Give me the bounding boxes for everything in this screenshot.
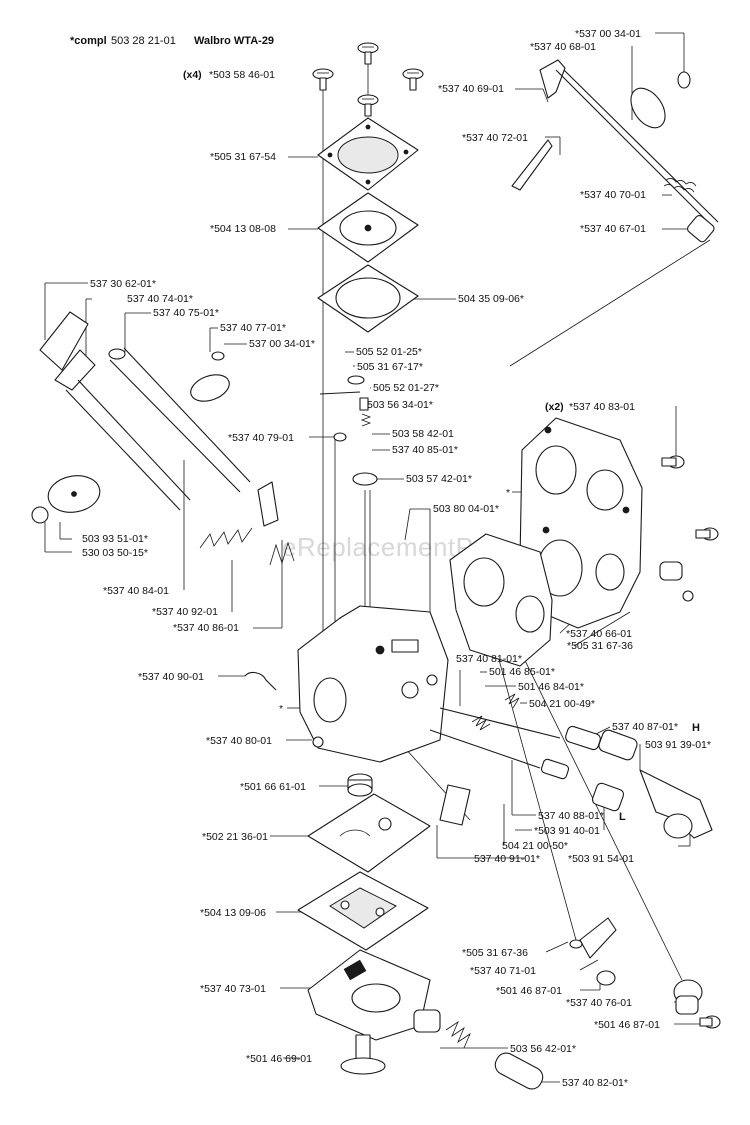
screw-top-d bbox=[357, 94, 379, 117]
throttle-shaft-assembly bbox=[31, 311, 279, 527]
callout-537-40-68-01: *537 40 68-01 bbox=[530, 41, 596, 53]
callout-537-40-77-01: 537 40 77-01* bbox=[220, 322, 286, 334]
metering-gasket bbox=[307, 793, 431, 873]
callout-537-40-90-01: *537 40 90-01 bbox=[138, 671, 204, 683]
callout-530-03-50-15: 530 03 50-15* bbox=[82, 547, 148, 559]
callout-537-40-76-01: *537 40 76-01 bbox=[566, 997, 632, 1009]
callout-503-58-42-01: 503 58 42-01 bbox=[392, 428, 454, 440]
callout-537-40-81-01: 537 40 81-01* bbox=[456, 653, 522, 665]
title-part-number: 503 28 21-01 bbox=[111, 35, 176, 47]
callout-501-46-87-01-a: *501 46 87-01 bbox=[496, 985, 562, 997]
callout-503-57-42-01: 503 57 42-01* bbox=[406, 473, 472, 485]
metering-cover bbox=[307, 949, 441, 1041]
lower-right-levers bbox=[569, 917, 721, 1029]
callout-537-40-86-01: *537 40 86-01 bbox=[173, 622, 239, 634]
callout-mark-h: H bbox=[692, 722, 700, 734]
callout-505-52-01-25: 505 52 01-25* bbox=[356, 346, 422, 358]
callout-carb-star: * bbox=[279, 703, 283, 715]
fuel-screen bbox=[347, 773, 373, 797]
callout-537-40-69-01: *537 40 69-01 bbox=[438, 83, 504, 95]
carburetor-body bbox=[244, 605, 449, 763]
callout-505-31-67-54: *505 31 67-54 bbox=[210, 151, 276, 163]
intake-gasket bbox=[449, 533, 553, 667]
callout-qty-x4: (x4) bbox=[183, 69, 202, 81]
callout-537-30-62-01: 537 30 62-01* bbox=[90, 278, 156, 290]
adjustment-needles bbox=[429, 693, 713, 839]
callout-502-21-36-01: *502 21 36-01 bbox=[202, 831, 268, 843]
callout-537-40-80-01: *537 40 80-01 bbox=[206, 735, 272, 747]
callout-503-80-04-01: 503 80 04-01* bbox=[433, 503, 499, 515]
metering-diaphragm bbox=[297, 871, 429, 951]
callout-mark-l: L bbox=[619, 811, 626, 823]
parts-drawing bbox=[31, 42, 721, 1090]
callout-537-40-82-01: 537 40 82-01* bbox=[562, 1077, 628, 1089]
pump-gasket bbox=[317, 264, 419, 333]
callout-501-46-87-01-b: *501 46 87-01 bbox=[594, 1019, 660, 1031]
callout-housing-star: * bbox=[506, 487, 510, 499]
callout-537-40-88-01: 537 40 88-01* bbox=[538, 810, 604, 822]
callout-537-40-67-01: *537 40 67-01 bbox=[580, 223, 646, 235]
callout-505-31-67-36-bot: *505 31 67-36 bbox=[462, 947, 528, 959]
callout-504-35-09-06: 504 35 09-06* bbox=[458, 293, 524, 305]
callout-537-40-84-01: *537 40 84-01 bbox=[103, 585, 169, 597]
title-model: Walbro WTA-29 bbox=[194, 35, 274, 47]
callout-537-40-72-01: *537 40 72-01 bbox=[462, 132, 528, 144]
callout-503-58-46-01: *503 58 46-01 bbox=[209, 69, 275, 81]
callout-537-40-92-01: *537 40 92-01 bbox=[152, 606, 218, 618]
callout-537-00-34-01-top: *537 00 34-01 bbox=[575, 28, 641, 40]
callout-537-40-73-01: *537 40 73-01 bbox=[200, 983, 266, 995]
callout-qty-x2: (x2) bbox=[545, 401, 564, 413]
callout-537-40-75-01: 537 40 75-01* bbox=[153, 307, 219, 319]
intake-manifold bbox=[519, 417, 643, 629]
screw-top-c bbox=[402, 68, 424, 91]
pump-diaphragm bbox=[317, 192, 419, 263]
screw-top-b bbox=[312, 68, 334, 91]
diagram-title: *compl 503 28 21-01 Walbro WTA-29 bbox=[70, 35, 274, 47]
callout-505-31-67-17: 505 31 67-17* bbox=[357, 361, 423, 373]
callout-503-91-40-01: *503 91 40-01 bbox=[534, 825, 600, 837]
callout-501-46-69-01: *501 46 69-01 bbox=[246, 1053, 312, 1065]
purge-bulb-parts bbox=[340, 1020, 544, 1090]
callout-505-31-67-36-top: *505 31 67-36 bbox=[567, 640, 633, 652]
inlet-needle-assembly bbox=[319, 375, 378, 640]
callout-503-91-54-01: *503 91 54-01 bbox=[568, 853, 634, 865]
pump-cover-plate bbox=[317, 117, 419, 191]
callout-537-40-74-01: 537 40 74-01* bbox=[127, 293, 193, 305]
callout-503-93-51-01: 503 93 51-01* bbox=[82, 533, 148, 545]
callout-504-13-09-06: *504 13 09-06 bbox=[200, 907, 266, 919]
callout-504-21-00-50: 504 21 00-50* bbox=[502, 840, 568, 852]
callout-501-46-84-01: 501 46 84-01* bbox=[518, 681, 584, 693]
callout-503-56-42-01: 503 56 42-01* bbox=[510, 1043, 576, 1055]
return-spring bbox=[199, 527, 295, 566]
callout-501-46-85-01: 501 46 85-01* bbox=[489, 666, 555, 678]
callout-537-00-34-01-mid: 537 00 34-01* bbox=[249, 338, 315, 350]
screw-top-a bbox=[357, 42, 379, 65]
callout-labels: (x4) *503 58 46-01 *537 00 34-01 *537 40… bbox=[82, 28, 711, 1089]
callout-505-52-01-27: 505 52 01-27* bbox=[373, 382, 439, 394]
callout-503-56-34-01: 503 56 34-01* bbox=[367, 399, 433, 411]
callout-537-40-71-01: *537 40 71-01 bbox=[470, 965, 536, 977]
callout-501-66-61-01: *501 66 61-01 bbox=[240, 781, 306, 793]
title-prefix: *compl bbox=[70, 35, 107, 47]
callout-537-40-85-01: 537 40 85-01* bbox=[392, 444, 458, 456]
callout-503-91-39-01: 503 91 39-01* bbox=[645, 739, 711, 751]
callout-537-40-83-01: *537 40 83-01 bbox=[569, 401, 635, 413]
callout-504-13-08-08: *504 13 08-08 bbox=[210, 223, 276, 235]
choke-lever-assembly bbox=[511, 59, 719, 243]
callout-504-21-00-49: 504 21 00-49* bbox=[529, 698, 595, 710]
callout-537-40-79-01: *537 40 79-01 bbox=[228, 432, 294, 444]
callout-537-40-66-01: *537 40 66-01 bbox=[566, 628, 632, 640]
callout-537-40-70-01: *537 40 70-01 bbox=[580, 189, 646, 201]
manifold-screws bbox=[659, 455, 719, 602]
callout-537-40-91-01: 537 40 91-01* bbox=[474, 853, 540, 865]
callout-537-40-87-01: 537 40 87-01* bbox=[612, 721, 678, 733]
